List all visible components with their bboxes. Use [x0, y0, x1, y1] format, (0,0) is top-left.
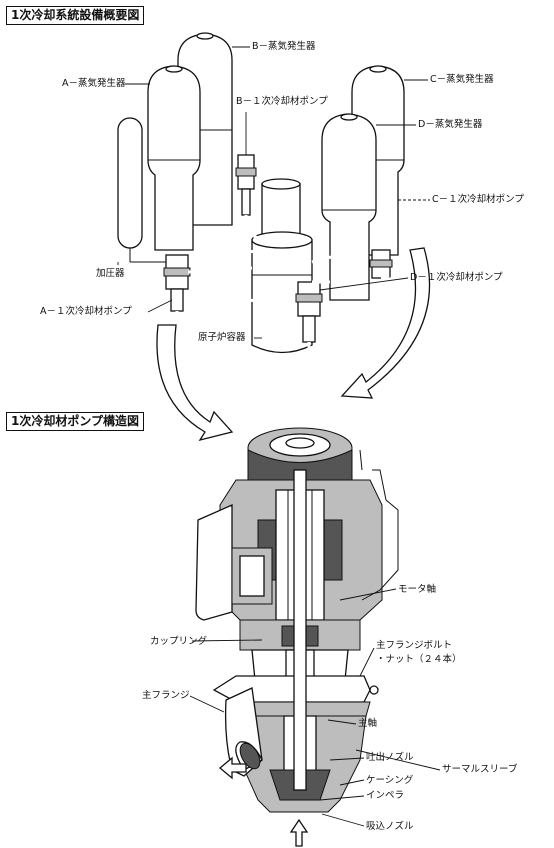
transition-arrows: [156, 247, 431, 442]
label-coupling: カップリング: [150, 636, 208, 647]
b-pump-unit: [235, 154, 257, 216]
label-motor-shaft: モータ軸: [398, 584, 437, 595]
flow-arrows: [218, 756, 309, 847]
a-steam-generator-vessel: [147, 65, 201, 251]
system-overview-title: 1次冷却系統設備概要図: [6, 6, 145, 25]
pump-leader-lines: [189, 588, 441, 827]
label-main-shaft: 主軸: [358, 718, 378, 729]
label-impeller: インペラ: [366, 790, 405, 801]
label-main-flange-bolt-1: 主フランジボルト: [376, 640, 453, 651]
label-b-pump: B－１次冷却材ポンプ: [236, 96, 328, 107]
reactor-vessel: [251, 178, 313, 354]
label-discharge-nozzle: 吐出ノズル: [366, 752, 414, 763]
label-b-steam-generator: B－蒸気発生器: [252, 41, 316, 52]
cooling-lines: [359, 449, 399, 601]
label-casing: ケーシング: [366, 775, 414, 786]
label-pressurizer: 加圧器: [96, 268, 125, 279]
label-main-flange-bolt-2: ・ナット（２４本）: [376, 654, 462, 665]
pump-structure-title: 1次冷却材ポンプ構造図: [6, 412, 144, 431]
label-thermal-sleeve: サーマルスリーブ: [442, 764, 518, 775]
label-main-flange: 主フランジ: [142, 690, 190, 701]
label-d-steam-generator: D－蒸気発生器: [418, 119, 483, 130]
d-steam-generator-vessel: [321, 113, 377, 301]
label-a-pump: A－１次冷却材ポンプ: [40, 306, 132, 317]
system-leader-lines: [117, 46, 430, 339]
label-suction-nozzle: 吸込ノズル: [366, 821, 414, 832]
label-c-pump: C－１次冷却材ポンプ: [432, 194, 524, 205]
label-reactor-vessel: 原子炉容器: [198, 332, 246, 343]
main-shaft-body: [293, 469, 307, 791]
label-a-steam-generator: A－蒸気発生器: [62, 78, 126, 89]
discharge-nozzle-body: [235, 741, 263, 771]
terminal-box: [195, 504, 273, 621]
primary-loop-piping: [175, 215, 407, 354]
label-d-pump: D－１次冷却材ポンプ: [410, 272, 503, 283]
d-pump-unit: [295, 281, 323, 343]
a-pump-unit: [163, 254, 191, 312]
label-c-steam-generator: C－蒸気発生器: [430, 74, 494, 85]
pressurizer-vessel: [117, 117, 170, 263]
